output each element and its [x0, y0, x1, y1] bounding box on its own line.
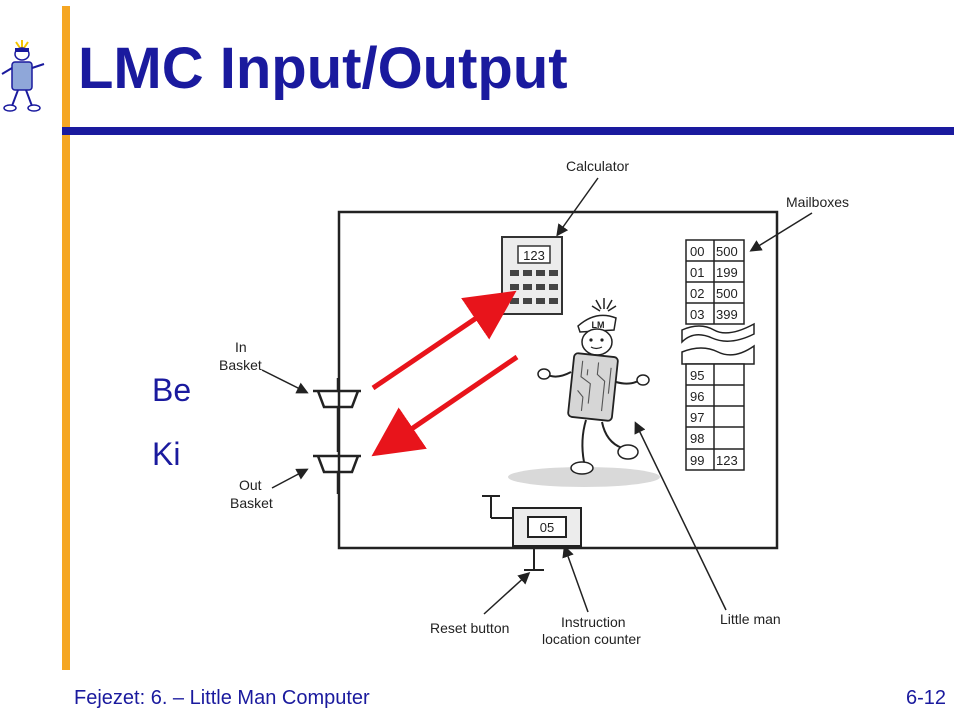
calculator-pointer: [556, 177, 599, 237]
slide-title: LMC Input/Output: [78, 36, 568, 101]
out-basket-label-line2: Basket: [230, 495, 273, 511]
calculator-display: 123: [523, 248, 545, 263]
title-underline-bar: [62, 127, 954, 135]
input-side-label: Be: [152, 372, 192, 408]
input-red-arrow: [371, 290, 517, 391]
mailboxes-pointer: [749, 212, 813, 252]
footer-chapter: Fejezet: 6. – Little Man Computer: [74, 687, 370, 709]
mailbox-addr: 02: [690, 286, 704, 301]
mailbox-addr: 98: [690, 431, 704, 446]
mailbox-addr: 01: [690, 265, 704, 280]
mailbox-addr: 00: [690, 244, 704, 259]
mailbox-addr: 03: [690, 307, 704, 322]
mailbox-value: 123: [716, 453, 738, 468]
output-side-label: Ki: [152, 436, 181, 472]
calculator: 123: [501, 236, 563, 315]
mailbox-value: 199: [716, 265, 738, 280]
in-basket-label-line2: Basket: [219, 357, 262, 373]
mailbox-addr: 97: [690, 410, 704, 425]
counter-display: 05: [540, 520, 554, 535]
little-man-logo: [1, 40, 45, 112]
mailbox-value: 500: [716, 286, 738, 301]
reset-button-glyph: [482, 495, 544, 571]
out-basket-label-line1: Out: [239, 477, 262, 493]
mailbox-value: 500: [716, 244, 738, 259]
little-man-pointer: [634, 421, 727, 611]
mailboxes-top: [685, 239, 745, 325]
mailbox-addr: 95: [690, 368, 704, 383]
out-basket-pointer: [271, 468, 309, 489]
reset-pointer: [483, 571, 531, 615]
little-man-label: Little man: [720, 611, 781, 627]
instruction-counter: [512, 507, 582, 547]
mailbox-break: [681, 322, 755, 344]
mailboxes-bottom: [685, 363, 745, 471]
calculator-label: Calculator: [566, 158, 629, 174]
in-basket-pointer: [261, 369, 309, 394]
instruction-label-line1: Instruction: [561, 614, 626, 630]
mailboxes-bottom-text: 95 96 97 98 99 123: [690, 368, 738, 468]
in-basket: [313, 378, 361, 452]
in-basket-label-line1: In: [235, 339, 247, 355]
hat-text: LM: [592, 320, 605, 330]
left-accent-bar: [62, 6, 70, 670]
output-red-arrow: [371, 354, 519, 457]
mailbox-addr: 99: [690, 453, 704, 468]
mailbox-addr: 96: [690, 389, 704, 404]
instruction-label-line2: location counter: [542, 631, 641, 647]
mailboxes-top-text: 00 500 01 199 02 500 03 399: [690, 244, 738, 322]
out-basket: [313, 454, 361, 494]
reset-button-label: Reset button: [430, 620, 509, 636]
mailboxes-label: Mailboxes: [786, 194, 849, 210]
footer-page-number: 6-12: [905, 687, 946, 709]
instruction-pointer: [562, 545, 589, 613]
mailbox-value: 399: [716, 307, 738, 322]
little-man-figure: LM: [508, 298, 660, 487]
